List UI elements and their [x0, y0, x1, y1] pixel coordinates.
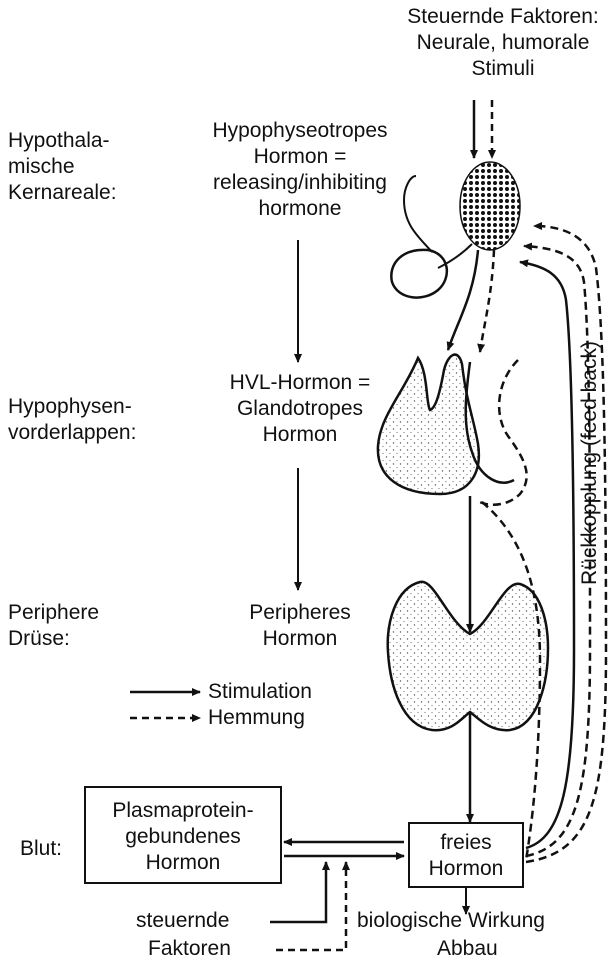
hypophyseotropic-line3: releasing/inhibiting [180, 170, 420, 196]
plasma-line2: gebundenes [86, 824, 280, 850]
peripheral-gland [388, 582, 548, 730]
factors-line1: Steuernde Faktoren: [395, 4, 611, 30]
hypophyseotropic-line1: Hypophyseotropes [180, 118, 420, 144]
plasma-bound-hormone-box: Plasmaprotein- gebundenes Hormon [84, 786, 282, 884]
factors-line2: Neurale, humorale [395, 30, 611, 56]
level-hypothalamus-line2: mische [8, 154, 117, 180]
factors-label: Steuernde Faktoren: Neurale, humorale St… [395, 4, 611, 82]
level-gland-line1: Periphere [8, 600, 99, 626]
peripheral-line2: Hormon [210, 626, 390, 652]
feedback-line-solid [520, 262, 574, 848]
hormone-peripheral: Peripheres Hormon [210, 600, 390, 652]
plasma-line1: Plasmaprotein- [86, 798, 280, 824]
level-hypothalamus-line3: Kernareale: [8, 180, 117, 206]
hypothalamus-to-pituitary-inhib [480, 250, 494, 352]
legend-inhibition: Hemmung [208, 705, 305, 731]
level-blood: Blut: [20, 836, 62, 862]
effect-line2: Abbau [437, 936, 498, 962]
free-hormone-box: freies Hormon [408, 822, 524, 888]
hvl-line2: Glandotropes [200, 396, 400, 422]
level-pituitary-line2: vorderlappen: [8, 420, 136, 446]
bottom-factors-inhib-arrow [276, 862, 346, 950]
level-hypothalamus-line1: Hypothala- [8, 128, 117, 154]
hvl-line3: Hormon [200, 422, 400, 448]
neuron-oval [391, 250, 447, 298]
hormone-hvl: HVL-Hormon = Glandotropes Hormon [200, 370, 400, 448]
feedback-label: Rückkopplung (feed back) [577, 323, 603, 603]
factors-line3: Stimuli [395, 56, 611, 82]
hormone-hypophyseotropic: Hypophyseotropes Hormon = releasing/inhi… [180, 118, 420, 222]
hypothalamus-to-pituitary-stim [448, 250, 478, 350]
hypothalamus-neuron-link [438, 244, 472, 268]
legend-stimulation: Stimulation [208, 679, 312, 705]
level-hypothalamus: Hypothala- mische Kernareale: [8, 128, 117, 206]
level-pituitary-line1: Hypophysen- [8, 394, 136, 420]
bottom-factors-line1: steuernde [136, 908, 229, 934]
hypothalamus-nucleus [460, 162, 520, 250]
level-pituitary: Hypophysen- vorderlappen: [8, 394, 136, 446]
hypophyseotropic-line2: Hormon = [180, 144, 420, 170]
level-gland-line2: Drüse: [8, 626, 99, 652]
plasma-line3: Hormon [86, 850, 280, 876]
bottom-factors-line2: Faktoren [148, 936, 231, 962]
hvl-line1: HVL-Hormon = [200, 370, 400, 396]
hypophyseotropic-line4: hormone [180, 196, 420, 222]
peripheral-line1: Peripheres [210, 600, 390, 626]
free-line1: freies [410, 830, 522, 856]
free-line2: Hormon [410, 856, 522, 882]
effect-line1: biologische Wirkung [357, 908, 545, 934]
level-gland: Periphere Drüse: [8, 600, 99, 652]
